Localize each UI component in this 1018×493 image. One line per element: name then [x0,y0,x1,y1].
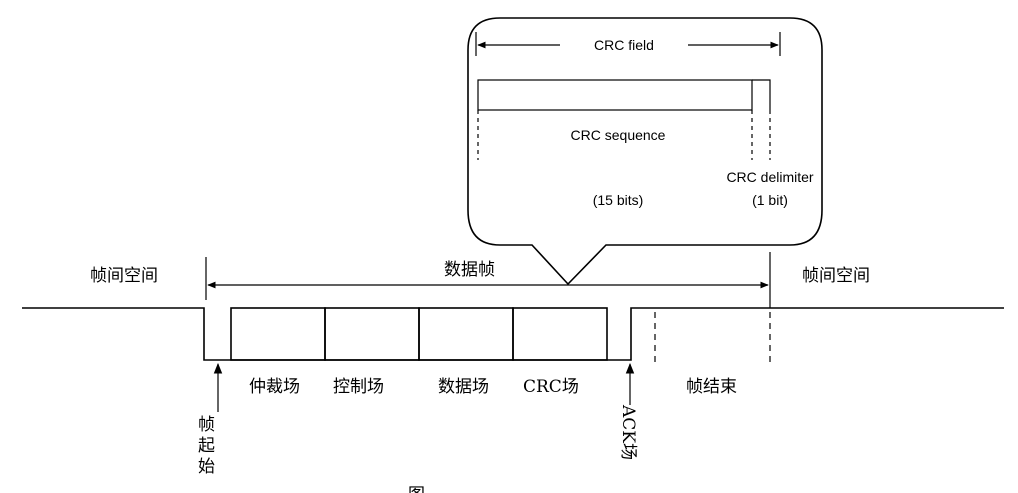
crc-delimiter-label: CRC delimiter [726,169,813,185]
frame-start-char-3: 始 [198,457,215,477]
frame-start-char-2: 起 [198,436,215,456]
crc-sequence-bits: (15 bits) [593,192,644,208]
crc-sequence-box [477,79,753,111]
crc-field-box [512,307,608,361]
arbitration-field-box [230,307,326,361]
crc-delimiter-waveform [752,79,771,110]
figure-caption: 图 [408,485,425,493]
data-field-label: 数据场 [438,377,489,397]
crc-sequence-label: CRC sequence [571,127,666,143]
ack-field-label: ACK场 [618,404,638,460]
control-field-label: 控制场 [333,377,384,397]
crc-callout-balloon [467,17,823,286]
left-interframe-space-label: 帧间空间 [90,266,158,286]
data-field-box [418,307,514,361]
crc-field-label: CRC field [594,37,654,53]
data-frame-label: 数据帧 [444,260,495,280]
arbitration-field-label: 仲裁场 [249,377,300,397]
crc-field-label-bottom: CRC场 [523,377,579,397]
right-interframe-space-label: 帧间空间 [802,266,870,286]
frame-start-char-1: 帧 [198,415,215,435]
crc-delimiter-bits: (1 bit) [752,192,788,208]
frame-end-label: 帧结束 [686,377,737,397]
control-field-box [324,307,420,361]
